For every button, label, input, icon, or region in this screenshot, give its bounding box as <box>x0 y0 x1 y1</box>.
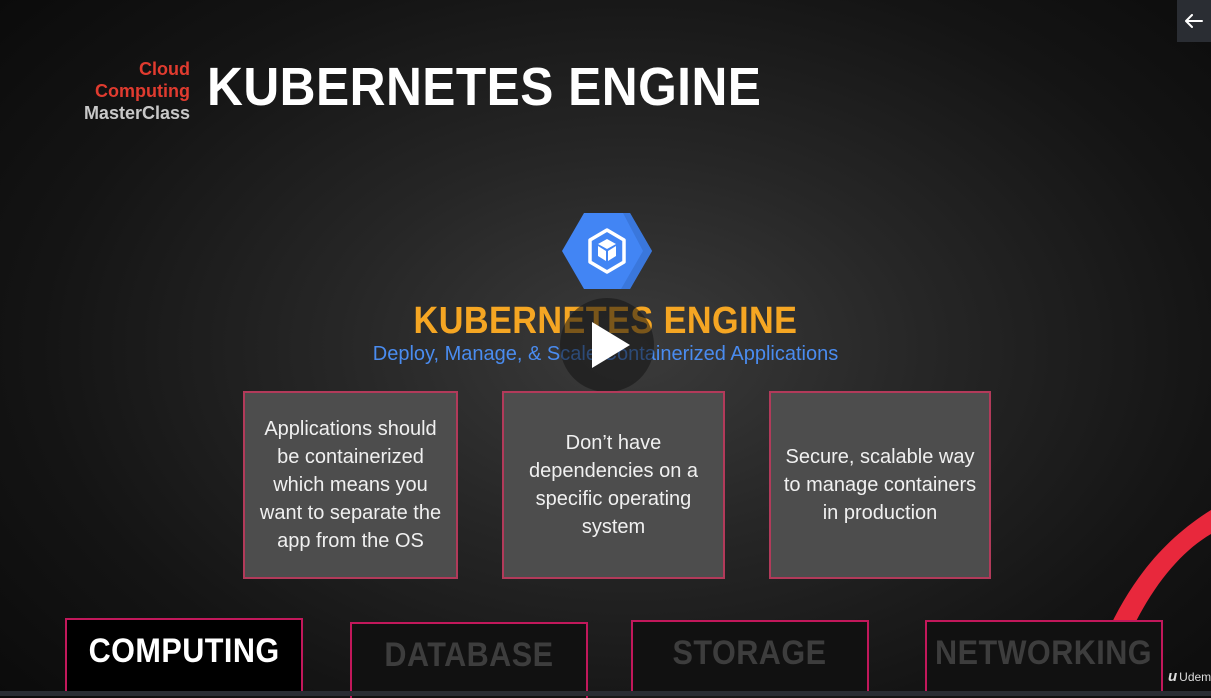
brand-line-1: Cloud Computing <box>95 59 190 101</box>
player-bottom-bar <box>0 691 1211 696</box>
card-line: want to separate the <box>259 502 442 524</box>
slide-title: KUBERNETES ENGINE <box>207 57 762 117</box>
tab-computing[interactable]: COMPUTING <box>65 618 303 694</box>
card-line: dependencies on a <box>528 460 699 482</box>
play-button[interactable] <box>560 298 654 392</box>
card-line: in production <box>822 502 938 524</box>
card-line: be containerized <box>277 446 424 468</box>
brand-line-2: MasterClass <box>83 103 190 123</box>
card-line: Secure, scalable way <box>785 446 975 468</box>
kubernetes-engine-logo-icon <box>562 213 652 289</box>
feature-card-secure-scalable: Secure, scalable way to manage container… <box>769 391 991 579</box>
arrow-left-icon <box>1185 14 1203 28</box>
tab-database[interactable]: DATABASE <box>350 622 588 698</box>
card-line: which means you <box>273 474 428 496</box>
card-line: Applications should <box>264 418 437 440</box>
tab-storage[interactable]: STORAGE <box>631 620 869 696</box>
card-line: app from the OS <box>277 530 424 552</box>
play-icon <box>592 322 630 368</box>
card-line: specific operating <box>535 488 692 510</box>
watermark-text: Udem <box>1179 669 1211 684</box>
course-brand: Cloud Computing MasterClass <box>44 58 190 124</box>
card-line: Don’t have <box>565 432 662 454</box>
card-line: system <box>581 516 646 538</box>
tab-networking[interactable]: NETWORKING <box>925 620 1163 696</box>
card-line: to manage containers <box>783 474 977 496</box>
udemy-logo-mark: u <box>1168 668 1178 685</box>
feature-card-containerized: Applications should be containerized whi… <box>243 391 458 579</box>
feature-card-os-independent: Don’t have dependencies on a specific op… <box>502 391 725 579</box>
back-button[interactable] <box>1177 0 1211 42</box>
udemy-watermark: u Udem <box>1168 668 1211 685</box>
